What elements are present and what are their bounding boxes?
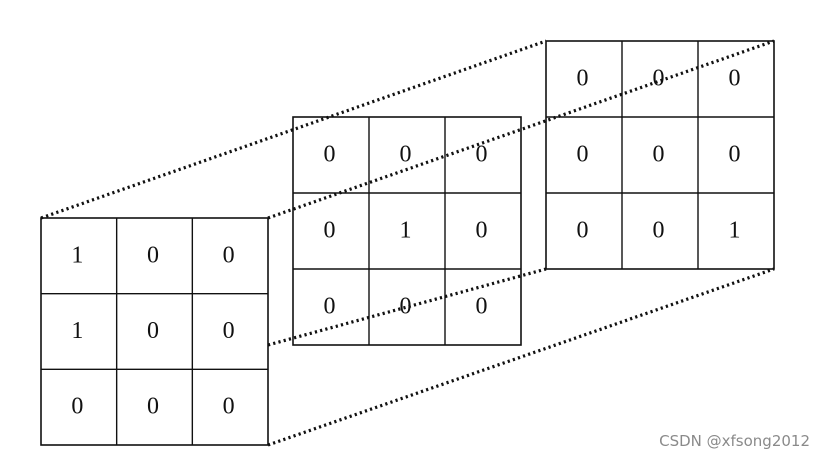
matrix-cell: 0: [223, 394, 235, 420]
matrix-cell: 0: [223, 318, 235, 344]
matrix-cell: 0: [652, 65, 664, 91]
matrix-back: 0 0 0 0 0 0 0 0 1: [545, 40, 775, 270]
matrix-cell: 0: [728, 141, 740, 167]
matrix-cell: 0: [323, 217, 335, 243]
matrix-cell: 1: [728, 217, 740, 243]
matrix-cell: 0: [475, 293, 487, 319]
matrix-border: [40, 217, 269, 446]
matrix-cell: 0: [576, 141, 588, 167]
matrix-cell: 0: [399, 293, 411, 319]
matrix-cell: 0: [475, 217, 487, 243]
matrix-cell: 0: [147, 318, 159, 344]
matrix-border: [292, 116, 522, 346]
matrix-cell: 0: [323, 141, 335, 167]
matrix-cell: 0: [71, 394, 83, 420]
matrix-cell: 0: [652, 217, 664, 243]
matrix-cell: 0: [223, 242, 235, 268]
matrix-cell: 0: [576, 65, 588, 91]
matrix-front: 1 0 0 1 0 0 0 0 0: [40, 217, 269, 446]
matrix-cell: 0: [323, 293, 335, 319]
matrix-cell: 0: [399, 141, 411, 167]
matrix-cell: 0: [576, 217, 588, 243]
matrix-cell: 1: [399, 217, 411, 243]
matrix-cell: 1: [71, 242, 83, 268]
matrix-cell: 0: [652, 141, 664, 167]
watermark-text: CSDN @xfsong2012: [659, 432, 810, 450]
matrix-cell: 0: [728, 65, 740, 91]
matrix-cell: 0: [147, 242, 159, 268]
matrix-border: [545, 40, 775, 270]
matrix-cell: 0: [475, 141, 487, 167]
matrix-cell: 0: [147, 394, 159, 420]
matrix-middle: 0 0 0 0 1 0 0 0 0: [292, 116, 522, 346]
matrix-cell: 1: [71, 318, 83, 344]
